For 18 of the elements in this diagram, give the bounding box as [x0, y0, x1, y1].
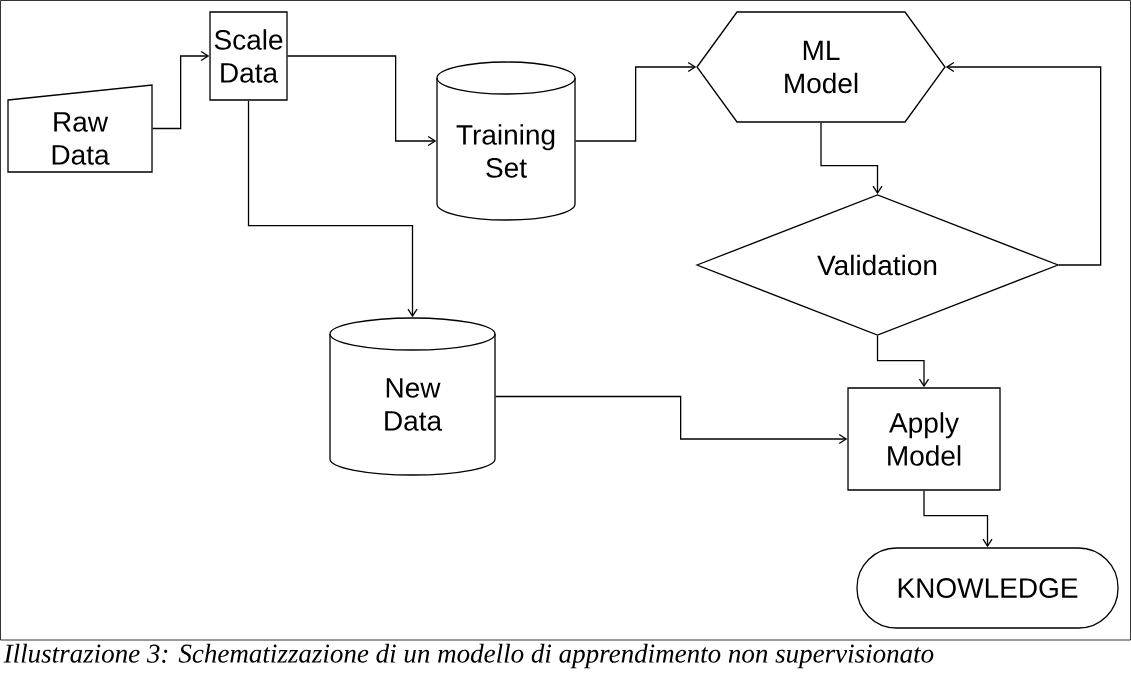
arrow	[287, 55, 437, 147]
arrow	[820, 122, 883, 195]
hexagon-box: ML Model	[696, 11, 946, 123]
terminal-box: KNOWLEDGE	[856, 547, 1119, 629]
arrow	[247, 100, 418, 318]
process-box: Scale Data	[209, 11, 288, 101]
node-label: Training Set	[456, 124, 555, 178]
arrow	[575, 61, 697, 142]
arrow	[876, 335, 930, 388]
database-cylinder: Training Set	[436, 61, 576, 221]
arrow	[945, 61, 1102, 266]
arrow	[152, 50, 210, 130]
caption: Illustrazione 3: Schematizzazione di un modello di apprendimento non supervisionato	[3, 643, 934, 669]
arrow	[923, 490, 993, 548]
process-box: Apply Model	[847, 387, 1001, 491]
node-label: New Data	[385, 378, 443, 431]
database-cylinder: New Data	[329, 317, 496, 476]
arrow	[495, 395, 848, 445]
